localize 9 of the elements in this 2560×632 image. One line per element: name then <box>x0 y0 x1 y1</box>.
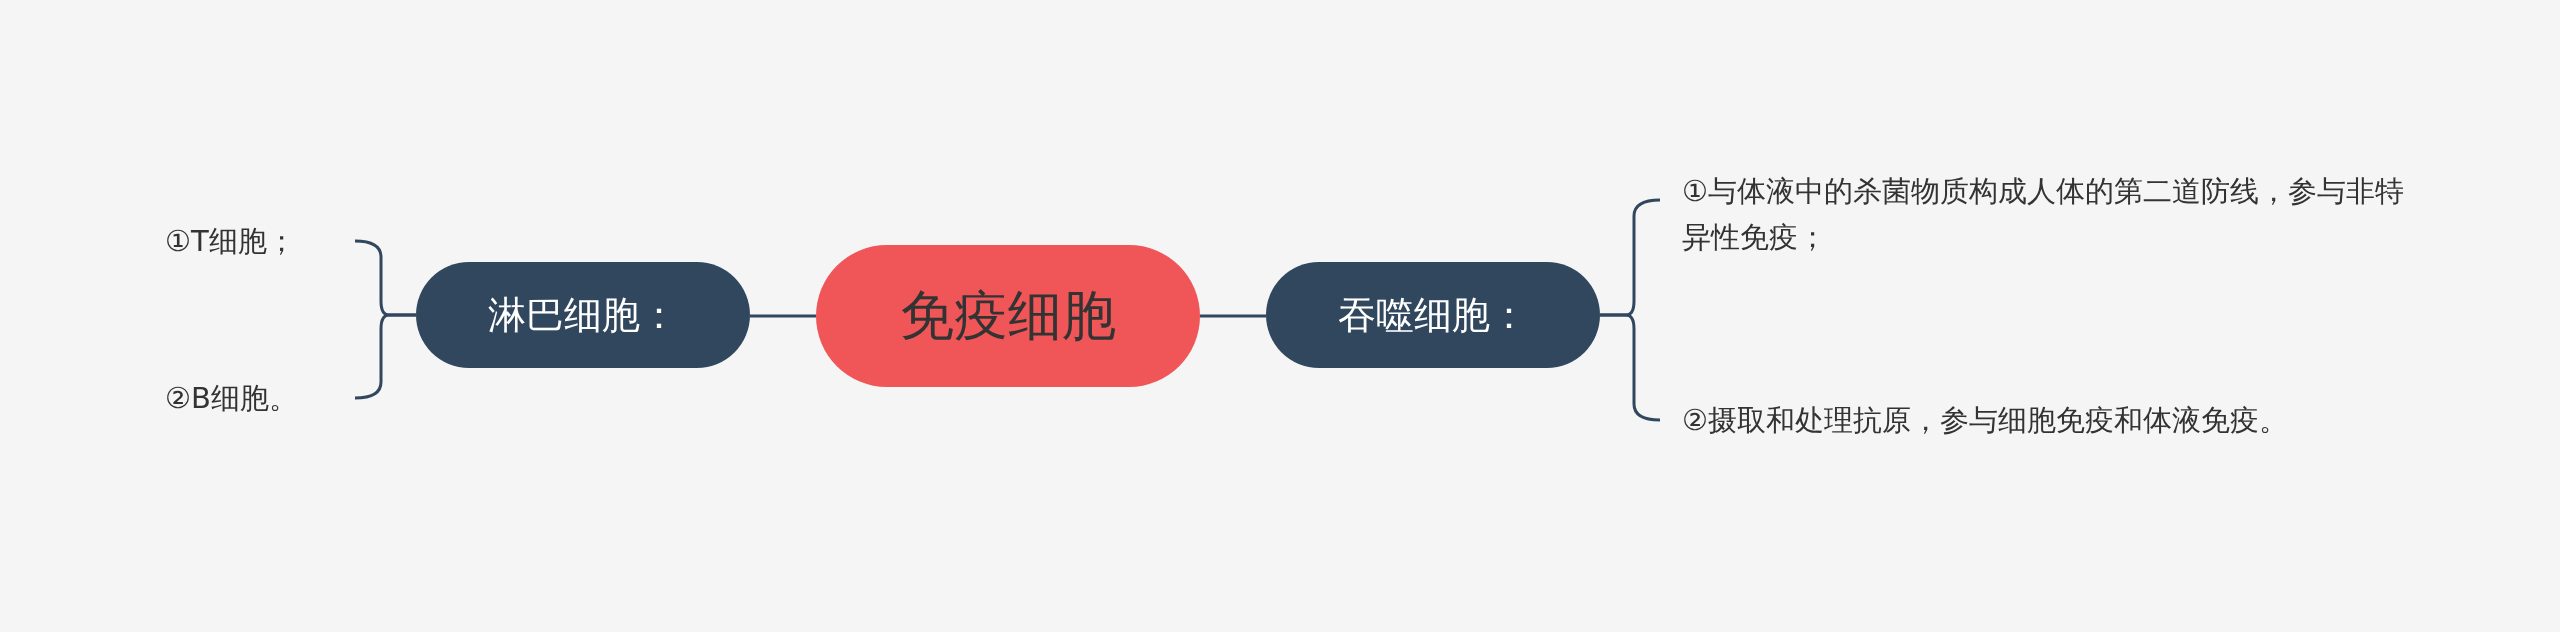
connector-line <box>1200 314 1266 318</box>
connector-line <box>750 314 816 318</box>
branch-text: ①与体液中的杀菌物质构成人体的第二道防线，参与非特异性免疫； <box>1682 173 2405 256</box>
topic-pill: 淋巴细胞： <box>416 262 750 368</box>
topic-pill: 免疫细胞 <box>816 245 1200 387</box>
branch-text: ①T细胞； <box>165 223 296 260</box>
branch-text: ②B细胞。 <box>165 380 298 417</box>
branch-text: ②摄取和处理抗原，参与细胞免疫和体液免疫。 <box>1682 402 2288 439</box>
topic-pill: 吞噬细胞： <box>1266 262 1600 368</box>
